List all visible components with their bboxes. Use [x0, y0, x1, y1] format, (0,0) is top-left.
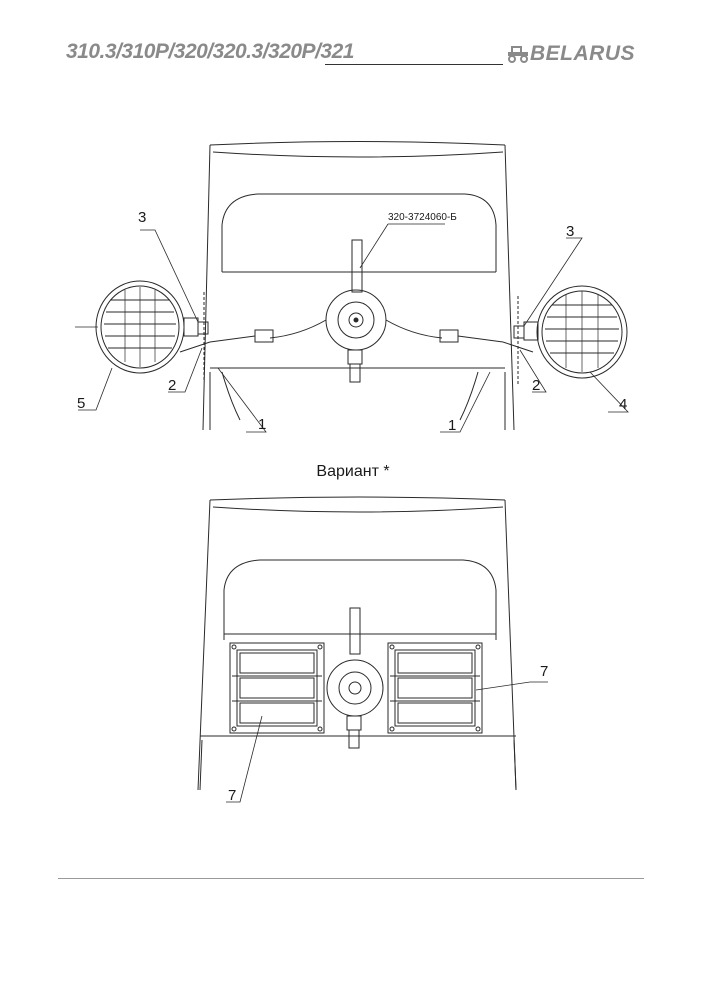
left-headlight: [75, 280, 209, 380]
top-cab-outline: [202, 141, 515, 431]
bottom-cab-outline: [197, 496, 517, 791]
callout-left-2: 2: [168, 377, 176, 394]
callout-bottom-left-7: 7: [228, 787, 236, 804]
tractor-icon: [508, 46, 528, 63]
header-rule: [325, 64, 503, 65]
bottom-leader-lines: [226, 681, 548, 803]
center-mount: [179, 239, 534, 383]
part-code-label: 320-3724060-Б: [388, 212, 457, 223]
model-list: 310.3/310P/320/320.3/320P/321: [66, 40, 354, 63]
callout-right-4: 4: [619, 396, 627, 413]
callout-left-3: 3: [138, 209, 146, 226]
right-headlight: [513, 285, 628, 384]
bottom-center-mount: [326, 607, 384, 749]
top-leader-lines: [78, 223, 629, 433]
page-header: 310.3/310P/320/320.3/320P/321 BELARUS: [0, 0, 706, 80]
callout-right-2: 2: [532, 377, 540, 394]
callout-bottom-right-7: 7: [540, 663, 548, 680]
right-work-lamp: [387, 642, 483, 734]
callout-right-3: 3: [566, 223, 574, 240]
brand-name: BELARUS: [530, 42, 636, 65]
callout-left-5: 5: [77, 395, 85, 412]
variant-label: Вариант *: [316, 463, 390, 480]
brand-logo: BELARUS: [506, 40, 635, 68]
callout-right-1: 1: [448, 417, 456, 434]
left-work-lamp: [229, 642, 325, 734]
footer-rule: [58, 878, 644, 879]
callout-left-1: 1: [258, 416, 266, 433]
